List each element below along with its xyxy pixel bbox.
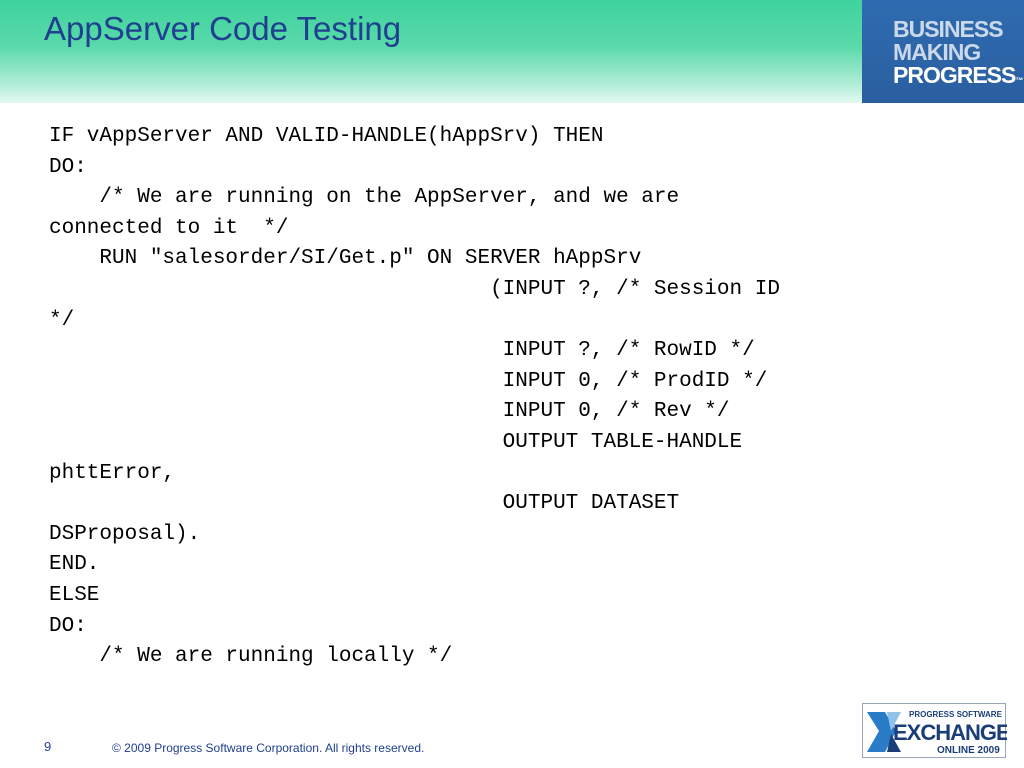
code-line: DSProposal). [49,522,201,546]
business-making-progress-logo: BUSINESS MAKING PROGRESS™ [862,0,1024,103]
slide-title: AppServer Code Testing [44,10,402,47]
code-line: (INPUT ?, /* Session ID [49,277,780,301]
exchange-x-icon: PROGRESS SOFTWARE EXCHANGE ONLINE 2009 [867,710,1007,756]
brand-line-2: MAKING [893,39,981,65]
copyright-notice: © 2009 Progress Software Corporation. Al… [112,741,425,755]
code-line: /* We are running locally */ [49,645,453,669]
code-line: END. [49,553,100,577]
code-line: IF vAppServer AND VALID-HANDLE(hAppSrv) … [49,125,604,148]
code-line: connected to it */ [49,216,289,240]
code-line: */ [49,308,75,332]
code-line: INPUT 0, /* Rev */ [49,400,730,424]
code-line: DO: [49,155,87,179]
code-line: DO: [49,614,87,638]
code-line: RUN "salesorder/SI/Get.p" ON SERVER hApp… [49,247,642,271]
page-number: 9 [44,739,52,754]
code-line: INPUT 0, /* ProdID */ [49,369,768,393]
code-line: ELSE [49,583,100,607]
code-line: /* We are running on the AppServer, and … [49,186,680,210]
logo-top-text: PROGRESS SOFTWARE [909,710,1003,719]
brand-line-3: PROGRESS™ [893,62,1023,88]
brand-line-3-text: PROGRESS [893,62,1016,88]
code-line: phttError, [49,461,176,485]
exchange-online-2009-logo: PROGRESS SOFTWARE EXCHANGE ONLINE 2009 [862,703,1007,758]
logo-main-text: EXCHANGE [893,720,1007,745]
brand-line-1: BUSINESS [893,16,1004,42]
code-line: INPUT ?, /* RowID */ [49,339,755,363]
logo-bottom-text: ONLINE 2009 [937,745,1000,756]
header-band [0,0,862,103]
code-line: OUTPUT TABLE-HANDLE [49,430,743,454]
code-line: OUTPUT DATASET [49,492,680,516]
code-listing: IF vAppServer AND VALID-HANDLE(hAppSrv) … [49,122,979,673]
trademark-symbol: ™ [1015,76,1023,85]
